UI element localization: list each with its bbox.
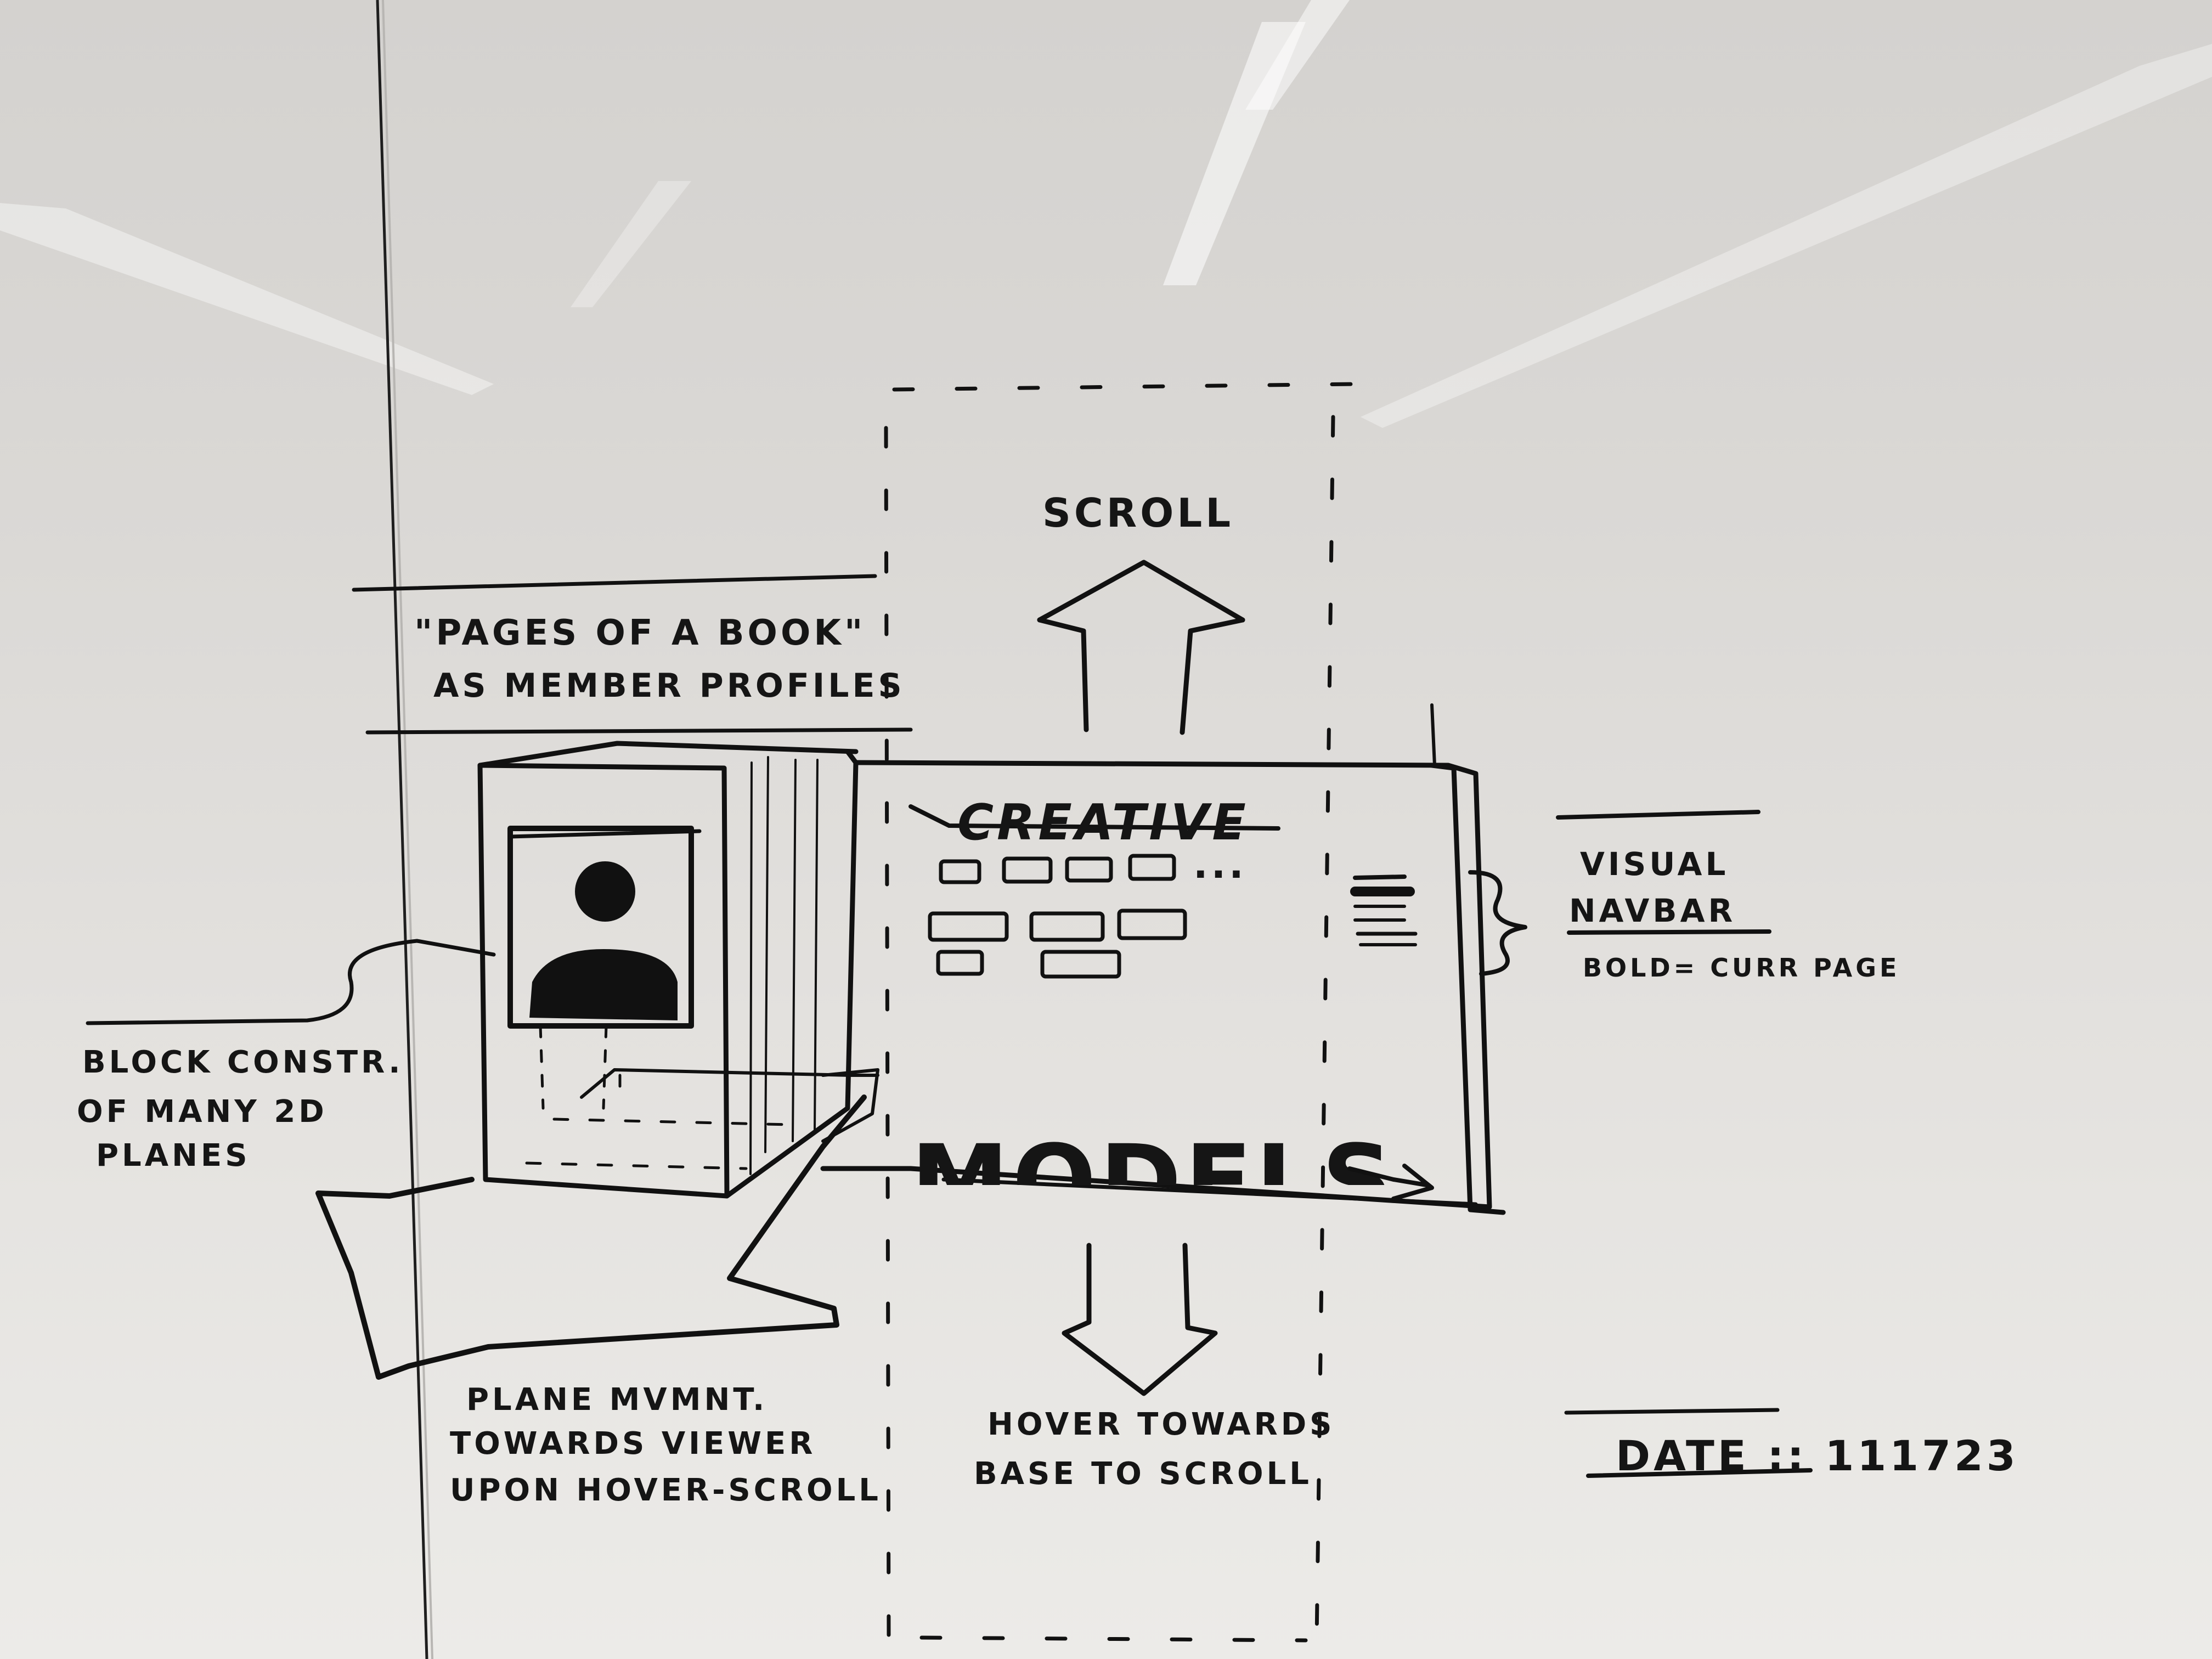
avatar-head-icon bbox=[575, 861, 635, 922]
light-reflections bbox=[0, 0, 2212, 428]
scroll-up-arrow-icon bbox=[1037, 560, 1245, 735]
nav-pill bbox=[928, 911, 1009, 942]
nav-pills-ellipsis: ... bbox=[1193, 842, 1247, 887]
page-nav-pills bbox=[928, 854, 1187, 979]
scroll-label: SCROLL bbox=[1042, 490, 1234, 536]
avatar-body-icon bbox=[529, 949, 678, 1020]
hover-scroll-label: HOVER TOWARDS bbox=[988, 1407, 1335, 1442]
bold-current-page-note: BOLD= CURR PAGE bbox=[1583, 953, 1900, 983]
block-constr-label: OF MANY 2D bbox=[77, 1094, 328, 1130]
block-of-planes bbox=[477, 741, 879, 1199]
scroll-down-arrow-icon bbox=[1062, 1243, 1218, 1396]
navbar-brace bbox=[1468, 870, 1527, 976]
plane-movement-arrow bbox=[315, 1094, 867, 1380]
plane-movement-label: UPON HOVER-SCROLL bbox=[450, 1472, 882, 1508]
page-title: CREATIVE bbox=[957, 794, 1249, 851]
block-constr-label: BLOCK CONSTR. bbox=[82, 1045, 404, 1080]
panel-seam bbox=[376, 0, 428, 1659]
hover-scroll-label: BASE TO SCROLL bbox=[974, 1456, 1312, 1492]
plane-movement-label: PLANE MVMNT. bbox=[466, 1382, 768, 1418]
visual-navbar-bars bbox=[1350, 874, 1418, 946]
nav-pill bbox=[1065, 856, 1113, 883]
navbar-label-underline bbox=[1567, 929, 1771, 935]
date-overline bbox=[1564, 1408, 1780, 1415]
avatar-frame bbox=[507, 826, 702, 1110]
title-underlines bbox=[352, 574, 913, 735]
pages-of-book-label: "PAGES OF A BOOK" bbox=[414, 613, 866, 653]
plane-movement-label: TOWARDS VIEWER bbox=[450, 1426, 816, 1462]
page-title-underline bbox=[909, 804, 1280, 831]
date-label: DATE :: 111723 bbox=[1616, 1431, 2019, 1480]
page-footer-word: MODELS bbox=[911, 1124, 1396, 1239]
visual-navbar-label: NAVBAR bbox=[1569, 892, 1736, 929]
page-sketch-frame bbox=[820, 703, 1506, 1215]
nav-pill bbox=[1002, 856, 1053, 884]
nav-pill bbox=[936, 950, 984, 976]
date-underline bbox=[1586, 1468, 1813, 1478]
block-constr-label: PLANES bbox=[96, 1138, 251, 1173]
block-pointer-line bbox=[86, 939, 496, 1025]
visual-navbar-label: VISUAL bbox=[1580, 845, 1729, 883]
nav-pill bbox=[1117, 909, 1187, 940]
footer-arrow-icon bbox=[1347, 1164, 1434, 1201]
nav-pill bbox=[1040, 950, 1121, 979]
panel-seam-shadow bbox=[382, 0, 433, 1659]
nav-pill bbox=[1029, 911, 1105, 942]
nav-pill bbox=[1128, 854, 1176, 881]
member-profiles-label: AS MEMBER PROFILES bbox=[433, 667, 905, 705]
scroll-column-outline bbox=[884, 382, 1360, 1643]
navbar-label-overline bbox=[1556, 810, 1760, 820]
nav-pill bbox=[939, 859, 981, 884]
